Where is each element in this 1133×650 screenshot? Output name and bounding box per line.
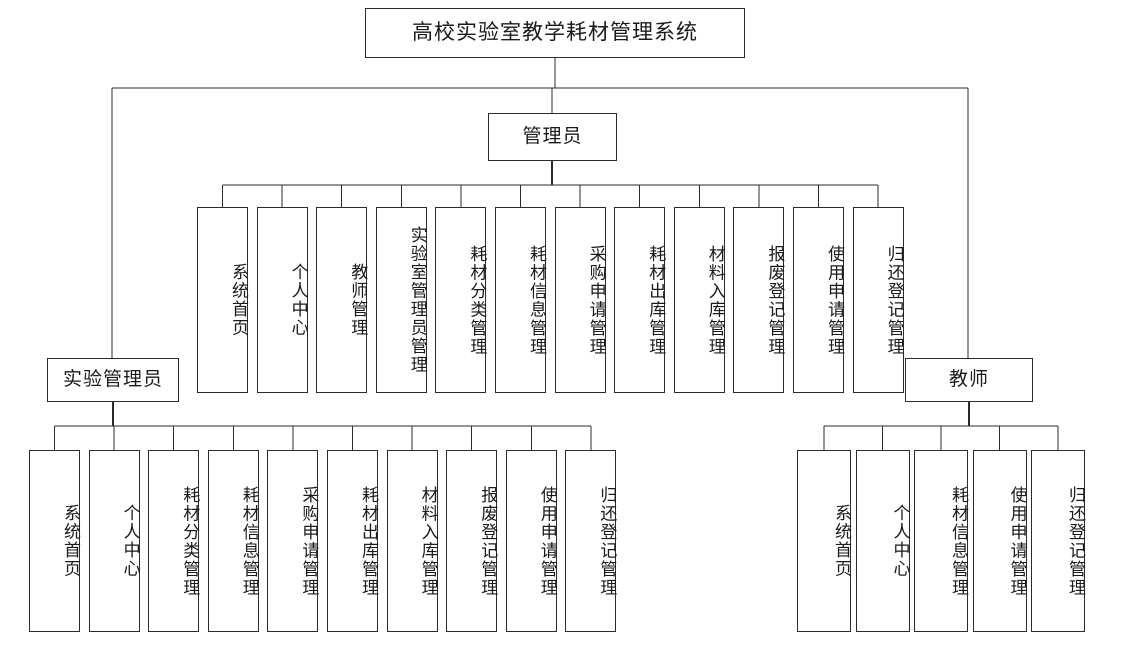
leaf-node-admin-10[interactable]: 报废登记管理 (733, 207, 785, 393)
leaf-node-teacher-4[interactable]: 使用申请管理 (972, 450, 1027, 632)
leaf-node-admin-5[interactable]: 耗材分类管理 (435, 207, 487, 393)
leaf-node-label: 耗材分类管理 (180, 485, 200, 597)
leaf-node-label: 系统首页 (832, 504, 851, 578)
leaf-node-lab-admin-1[interactable]: 系统首页 (29, 450, 80, 632)
role-node-lab-admin[interactable]: 实验管理员 (47, 358, 179, 402)
leaf-node-lab-admin-2[interactable]: 个人中心 (88, 450, 140, 632)
leaf-node-admin-8[interactable]: 耗材出库管理 (614, 207, 666, 393)
leaf-node-label: 个人中心 (120, 504, 140, 578)
leaf-node-teacher-1[interactable]: 系统首页 (797, 450, 851, 632)
leaf-node-label: 归还登记管理 (884, 244, 904, 356)
leaf-node-lab-admin-7[interactable]: 材料入库管理 (386, 450, 438, 632)
leaf-node-label: 耗材分类管理 (467, 244, 487, 356)
leaf-node-label: 耗材出库管理 (359, 485, 378, 597)
leaf-node-label: 实验室管理员管理 (407, 226, 427, 374)
leaf-node-label: 个人中心 (890, 504, 910, 578)
role-node-admin[interactable]: 管理员 (488, 113, 617, 161)
leaf-node-lab-admin-10[interactable]: 归还登记管理 (565, 450, 617, 632)
leaf-node-admin-11[interactable]: 使用申请管理 (793, 207, 844, 393)
leaf-node-label: 耗材信息管理 (949, 485, 968, 597)
role-node-teacher[interactable]: 教师 (905, 358, 1033, 402)
leaf-node-label: 个人中心 (288, 263, 308, 337)
leaf-node-lab-admin-8[interactable]: 报废登记管理 (446, 450, 498, 632)
leaf-node-label: 耗材信息管理 (527, 244, 546, 356)
leaf-node-admin-9[interactable]: 材料入库管理 (673, 207, 725, 393)
leaf-node-label: 报废登记管理 (765, 244, 785, 356)
leaf-node-admin-4[interactable]: 实验室管理员管理 (375, 207, 427, 393)
leaf-node-admin-2[interactable]: 个人中心 (256, 207, 308, 393)
leaf-node-label: 教师管理 (348, 263, 368, 337)
leaf-node-label: 材料入库管理 (705, 244, 725, 356)
leaf-node-admin-7[interactable]: 采购申请管理 (554, 207, 606, 393)
leaf-node-label: 归还登记管理 (1066, 485, 1085, 597)
root-node-system-title[interactable]: 高校实验室教学耗材管理系统 (365, 8, 745, 58)
leaf-node-label: 使用申请管理 (825, 244, 844, 356)
leaf-node-teacher-2[interactable]: 个人中心 (855, 450, 910, 632)
leaf-node-admin-12[interactable]: 归还登记管理 (852, 207, 904, 393)
leaf-node-label: 采购申请管理 (299, 485, 319, 597)
leaf-node-admin-3[interactable]: 教师管理 (316, 207, 368, 393)
leaf-node-lab-admin-4[interactable]: 耗材信息管理 (207, 450, 259, 632)
leaf-node-label: 系统首页 (229, 263, 248, 337)
leaf-node-teacher-3[interactable]: 耗材信息管理 (914, 450, 968, 632)
leaf-node-label: 归还登记管理 (597, 485, 617, 597)
leaf-node-label: 报废登记管理 (478, 485, 498, 597)
leaf-node-teacher-5[interactable]: 归还登记管理 (1031, 450, 1085, 632)
leaf-node-label: 材料入库管理 (418, 485, 438, 597)
leaf-node-label: 使用申请管理 (537, 485, 557, 597)
leaf-node-label: 耗材信息管理 (239, 485, 259, 597)
leaf-node-lab-admin-9[interactable]: 使用申请管理 (505, 450, 557, 632)
leaf-node-admin-1[interactable]: 系统首页 (197, 207, 248, 393)
leaf-node-lab-admin-6[interactable]: 耗材出库管理 (327, 450, 378, 632)
leaf-node-label: 采购申请管理 (586, 244, 606, 356)
leaf-node-label: 系统首页 (61, 504, 80, 578)
leaf-node-lab-admin-5[interactable]: 采购申请管理 (267, 450, 319, 632)
leaf-node-label: 耗材出库管理 (646, 244, 666, 356)
leaf-node-label: 使用申请管理 (1007, 485, 1027, 597)
leaf-node-admin-6[interactable]: 耗材信息管理 (495, 207, 546, 393)
leaf-node-lab-admin-3[interactable]: 耗材分类管理 (148, 450, 200, 632)
